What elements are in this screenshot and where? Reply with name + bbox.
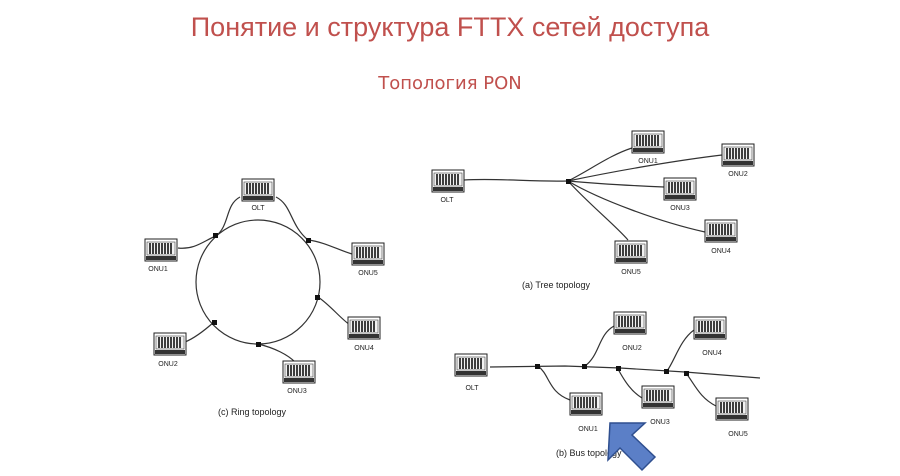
device-rack-icon [614,240,648,264]
tree-onu3-label: ONU3 [670,205,690,212]
device-rack-icon [641,385,675,409]
device-rack-icon [241,178,275,202]
device-rack-icon [153,332,187,356]
ring-splitter [212,320,217,325]
ring-onu2-label: ONU2 [158,361,178,368]
device-rack-icon [704,219,738,243]
tree-onu2-label: ONU2 [728,171,748,178]
bus-splitter [616,366,621,371]
device-rack-icon [663,177,697,201]
ring-splitter [213,233,218,238]
ring-onu5-label: ONU5 [358,270,378,277]
ring-topology: OLT ONU1 ONU5 ONU4 ONU2 ONU3 (c) Ring to… [144,178,385,417]
ring-onu3-label: ONU3 [287,388,307,395]
bus-caption: (b) Bus topology [556,448,622,458]
bus-splitter [684,371,689,376]
bus-onu2-label: ONU2 [622,345,642,352]
bus-topology: OLT ONU1 ONU2 ONU3 ONU4 ONU5 (b) Bus top… [454,311,761,458]
bus-onu3-label: ONU3 [650,419,670,426]
tree-splitter [566,179,571,184]
tree-onu1-label: ONU1 [638,158,658,165]
bus-onu1-label: ONU1 [578,426,598,433]
device-rack-icon [347,316,381,340]
bus-olt-label: OLT [465,385,479,392]
bus-splitter [664,369,669,374]
ring-splitter [306,238,311,243]
ring-onu4-label: ONU4 [354,345,374,352]
tree-olt-label: OLT [440,197,454,204]
page-subtitle: Топология PON [378,73,522,94]
ring-splitter [256,342,261,347]
tree-onu4-label: ONU4 [711,248,731,255]
device-rack-icon [693,316,727,340]
tree-onu5-label: ONU5 [621,269,641,276]
device-rack-icon [454,353,488,377]
ring-fiber [195,219,321,345]
ring-caption: (c) Ring topology [218,407,287,417]
device-rack-icon [715,397,749,421]
bus-splitter [582,364,587,369]
device-rack-icon [282,360,316,384]
device-rack-icon [613,311,647,335]
device-rack-icon [351,242,385,266]
pointer-arrow-icon [607,422,657,472]
tree-topology: OLT ONU1 ONU2 ONU3 ONU4 ONU5 (a) Tree to… [431,130,755,290]
ring-splitter [315,295,320,300]
ring-olt-label: OLT [251,205,265,212]
device-rack-icon [144,238,178,262]
tree-caption: (a) Tree topology [522,280,591,290]
device-rack-icon [721,143,755,167]
bus-splitter [535,364,540,369]
device-rack-icon [631,130,665,154]
bus-onu5-label: ONU5 [728,431,748,438]
bus-onu4-label: ONU4 [702,350,722,357]
ring-onu1-label: ONU1 [148,266,168,273]
device-rack-icon [431,169,465,193]
page-title: Понятие и структура FTTX сетей доступа [190,12,710,42]
device-rack-icon [569,392,603,416]
